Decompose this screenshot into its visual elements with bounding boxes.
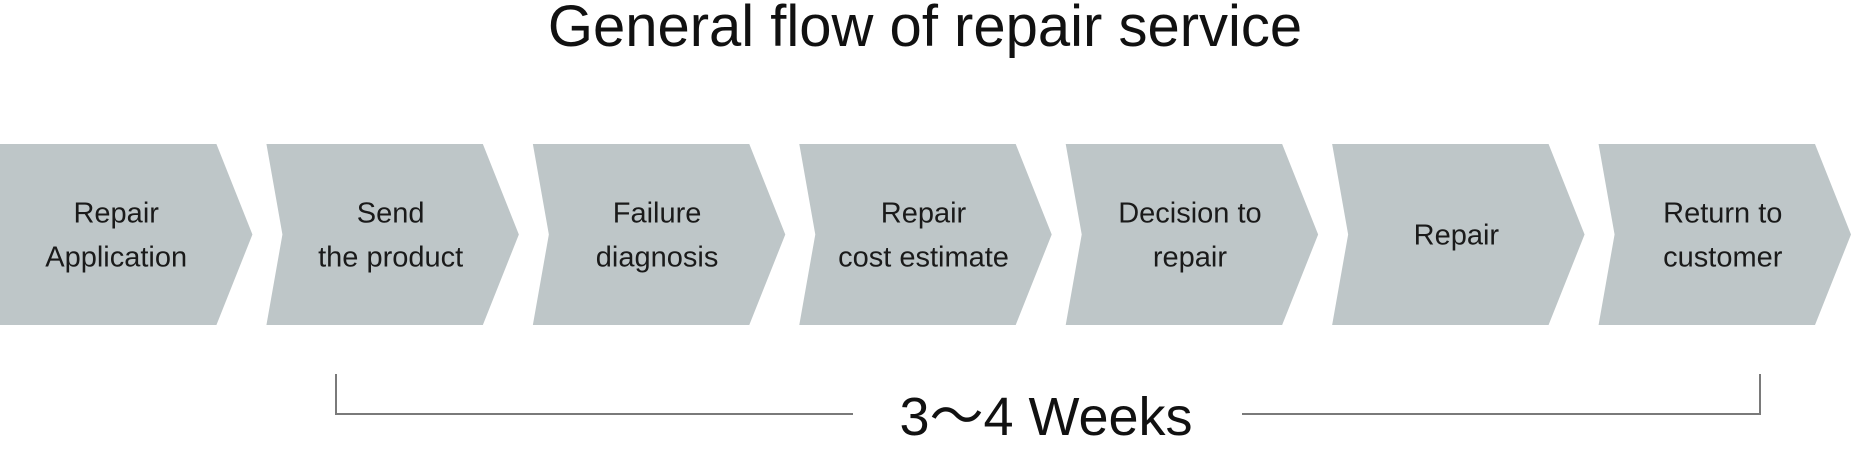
step-label-line: diagnosis <box>596 242 719 274</box>
step-label-line: Repair <box>1414 220 1500 252</box>
bracket-left-line <box>335 374 853 415</box>
step-label: Repair <box>1414 220 1500 252</box>
bracket-right-line <box>1242 374 1761 415</box>
step-label: Decision to repair <box>1118 198 1261 274</box>
step-label-line: Application <box>45 242 187 274</box>
duration-bracket: 3～4 Weeks <box>335 374 1761 447</box>
step-label-line: customer <box>1663 242 1783 274</box>
step-chevron <box>0 144 253 325</box>
step-label: Repair cost estimate <box>838 198 1009 274</box>
step-label-line: Failure <box>613 198 702 230</box>
step-chevron <box>1332 144 1585 325</box>
step-label-line: Decision to <box>1118 198 1261 230</box>
step-chevron <box>1065 144 1319 325</box>
step-label: Return to customer <box>1663 198 1783 274</box>
duration-label: 3～4 Weeks <box>899 387 1192 447</box>
step-label-line: Repair <box>881 198 967 230</box>
diagram-title: General flow of repair service <box>548 0 1302 59</box>
step-chevron <box>799 144 1052 325</box>
step-label-line: Repair <box>73 198 159 230</box>
step-label: Send the product <box>318 198 463 274</box>
step-label-line: Return to <box>1663 198 1782 230</box>
step-chevron <box>266 144 519 325</box>
step-chevron <box>1598 144 1851 325</box>
step-label-line: cost estimate <box>838 242 1009 274</box>
step-label-line: repair <box>1153 242 1227 274</box>
step-chevron <box>532 144 786 325</box>
step-label-line: Send <box>357 198 425 230</box>
step-label-line: the product <box>318 242 463 274</box>
step-label: Failure diagnosis <box>596 198 719 274</box>
